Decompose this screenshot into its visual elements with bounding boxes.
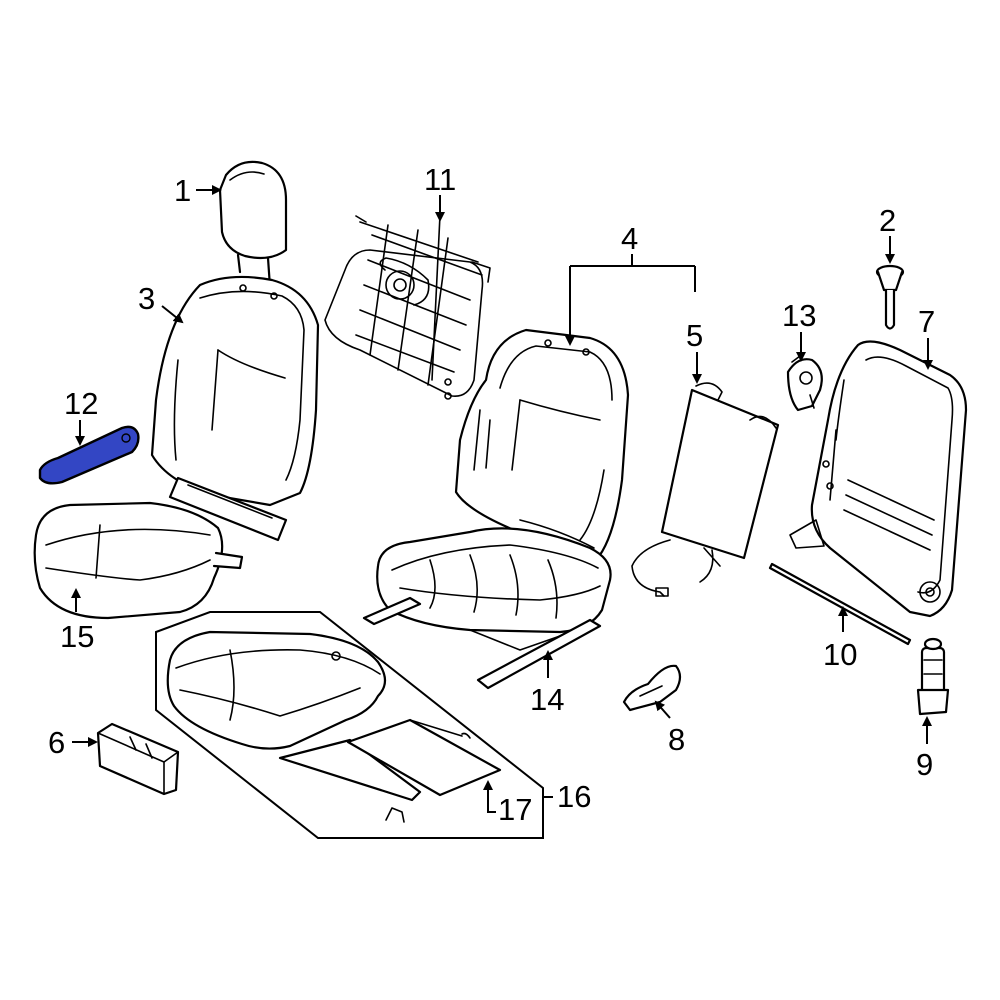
callout-6: 6 <box>48 725 65 760</box>
callout-3: 3 <box>138 281 155 316</box>
callout-11: 11 <box>424 162 456 197</box>
callout-10: 10 <box>823 637 857 672</box>
part-2-guide-sleeve <box>875 264 905 330</box>
part-9-actuator <box>916 637 950 716</box>
callout-13: 13 <box>782 298 816 333</box>
callout-16: 16 <box>557 779 591 814</box>
callout-2: 2 <box>879 203 896 238</box>
part-7-seatback-frame <box>789 340 968 618</box>
callout-8: 8 <box>668 722 685 757</box>
callout-17: 17 <box>498 792 532 827</box>
part-5-back-panel <box>631 382 780 597</box>
part-6-trim <box>96 722 180 796</box>
part-12-armrest <box>38 425 140 485</box>
part-11-lumbar-frame <box>324 214 491 400</box>
callout-9: 9 <box>916 747 933 782</box>
callout-12: 12 <box>64 386 98 421</box>
part-8-side-shield <box>622 664 682 712</box>
part-10-rod <box>768 562 912 646</box>
part-4-seat-assembly <box>362 328 630 690</box>
part-13-bracket <box>786 355 823 412</box>
callout-1: 1 <box>174 173 191 208</box>
callout-4: 4 <box>621 221 638 256</box>
part-15-cushion-cover <box>33 501 244 620</box>
leader-lines <box>71 185 933 813</box>
callout-5: 5 <box>686 318 703 353</box>
part-1-headrest <box>218 160 288 289</box>
callout-7: 7 <box>918 304 935 339</box>
callout-14: 14 <box>530 682 564 717</box>
part-16-cushion-kit <box>155 611 544 839</box>
part-3-seatback-cover <box>150 275 320 542</box>
callout-15: 15 <box>60 619 94 654</box>
callout-labels: 1 2 3 4 5 6 7 8 9 10 11 12 13 14 15 16 1… <box>48 162 935 827</box>
